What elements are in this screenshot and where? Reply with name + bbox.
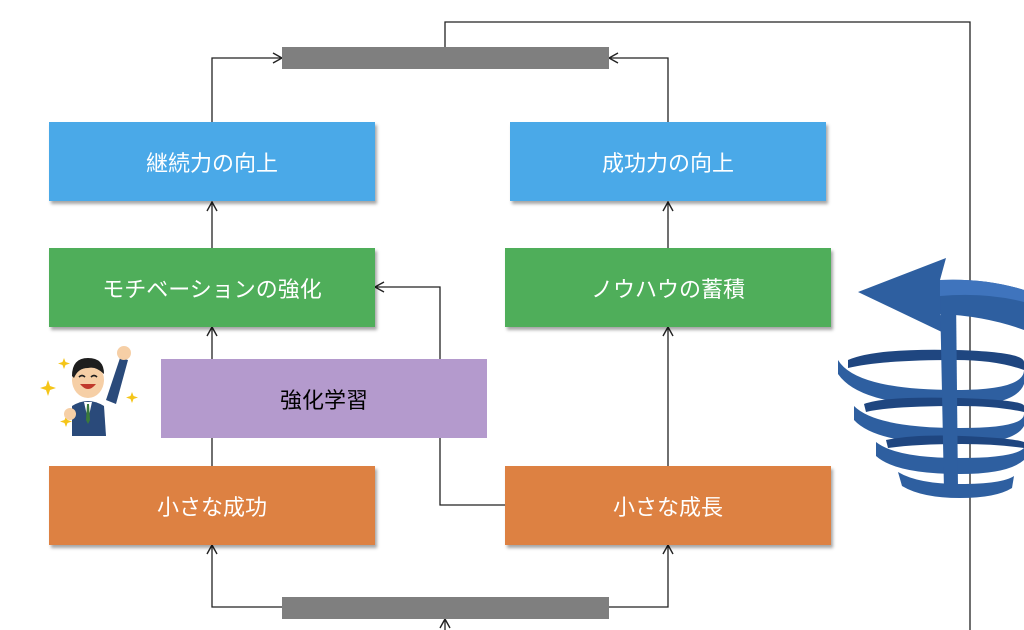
feedback-loop-line	[444, 21, 971, 630]
happy-businessman-icon	[40, 346, 138, 436]
small-success-label: 小さな成功	[156, 495, 267, 521]
arrow-bottombar-to-small-success	[206, 543, 282, 608]
top-bar	[282, 47, 609, 69]
success-power-label: 成功力の向上	[601, 151, 734, 177]
spiral-arrow-icon	[838, 258, 1024, 498]
continuity-label: 継続力の向上	[145, 151, 278, 177]
motivation-label: モチベーションの強化	[102, 277, 322, 303]
motivation-box: モチベーションの強化	[49, 248, 375, 327]
arrow-success-power-to-topbar	[607, 52, 669, 122]
small-growth-label: 小さな成長	[612, 495, 723, 521]
small-success-box: 小さな成功	[49, 466, 375, 545]
reinforcement-label: 強化学習	[279, 388, 368, 414]
bottom-bar	[282, 597, 609, 619]
continuity-box: 継続力の向上	[49, 122, 375, 201]
arrow-bottombar-to-small-growth	[609, 543, 674, 608]
reinforcement-box: 強化学習	[161, 359, 487, 438]
small-growth-box: 小さな成長	[505, 466, 831, 545]
arrow-continuity-to-topbar	[211, 52, 284, 122]
knowhow-box: ノウハウの蓄積	[505, 248, 831, 327]
success-power-box: 成功力の向上	[510, 122, 826, 201]
knowhow-label: ノウハウの蓄積	[590, 277, 745, 303]
